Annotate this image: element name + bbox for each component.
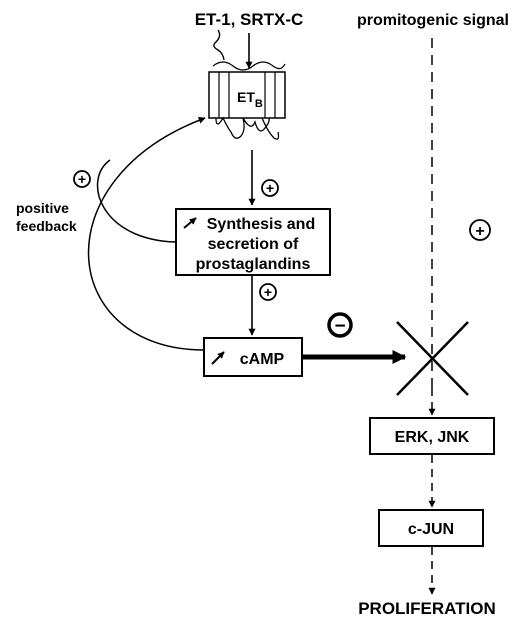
plus-circle-icon: + xyxy=(259,283,277,301)
promitogenic-signal-label: promitogenic signal xyxy=(357,12,509,29)
synthesis-line1: Synthesis and xyxy=(207,216,315,233)
feedback-curve-from-synthesis xyxy=(96,159,177,243)
proliferation-label: PROLIFERATION xyxy=(358,599,496,618)
cjun-box: c-JUN xyxy=(378,509,484,547)
synthesis-box: Synthesis and secretion of prostaglandin… xyxy=(175,208,331,276)
etb-receptor: ETB xyxy=(208,61,286,140)
feedback-label-line2: feedback xyxy=(16,218,77,234)
minus-circle-icon: − xyxy=(327,312,353,338)
erk-jnk-label: ERK, JNK xyxy=(395,429,470,446)
svg-text:+: + xyxy=(475,223,484,240)
plus-circle-icon: + xyxy=(73,170,91,188)
ligand-squiggle xyxy=(213,29,225,61)
cjun-label: c-JUN xyxy=(408,521,454,538)
ligands-label: ET-1, SRTX-C xyxy=(195,10,304,29)
x-block-icon xyxy=(396,321,469,396)
feedback-label-line1: positive xyxy=(16,200,69,216)
svg-text:+: + xyxy=(266,180,274,196)
increase-arrow-icon xyxy=(183,217,197,229)
plus-circle-icon: + xyxy=(469,219,491,241)
camp-label: cAMP xyxy=(240,351,285,368)
svg-text:+: + xyxy=(78,171,86,187)
svg-text:−: − xyxy=(334,316,345,337)
increase-arrow-icon xyxy=(211,351,225,365)
synthesis-line3: prostaglandins xyxy=(196,256,311,273)
plus-circle-icon: + xyxy=(261,179,279,197)
synthesis-line2: secretion of xyxy=(208,236,299,253)
erk-jnk-box: ERK, JNK xyxy=(369,417,495,455)
receptor-label: ETB xyxy=(237,89,263,110)
camp-box: cAMP xyxy=(203,337,303,377)
svg-text:+: + xyxy=(264,284,272,300)
feedback-curve-from-camp xyxy=(87,116,206,351)
